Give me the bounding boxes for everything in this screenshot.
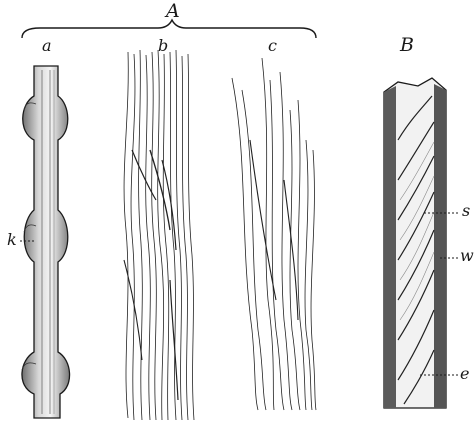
panel-a-fiber: [22, 66, 70, 418]
panel-B-label: B: [400, 36, 414, 55]
callout-label-s: s: [462, 203, 470, 219]
callout-label-w: w: [460, 248, 474, 264]
panel-b-fibrils: [124, 50, 194, 420]
panel-c-label: c: [268, 38, 277, 54]
panel-B-fiber: [384, 78, 446, 408]
group-label-A: A: [166, 2, 180, 21]
callout-label-k: k: [7, 232, 17, 248]
panel-a-label: a: [42, 38, 52, 54]
panel-c-fibrils: [232, 58, 316, 410]
panel-b-label: b: [158, 38, 168, 54]
callout-label-e: e: [460, 366, 469, 382]
